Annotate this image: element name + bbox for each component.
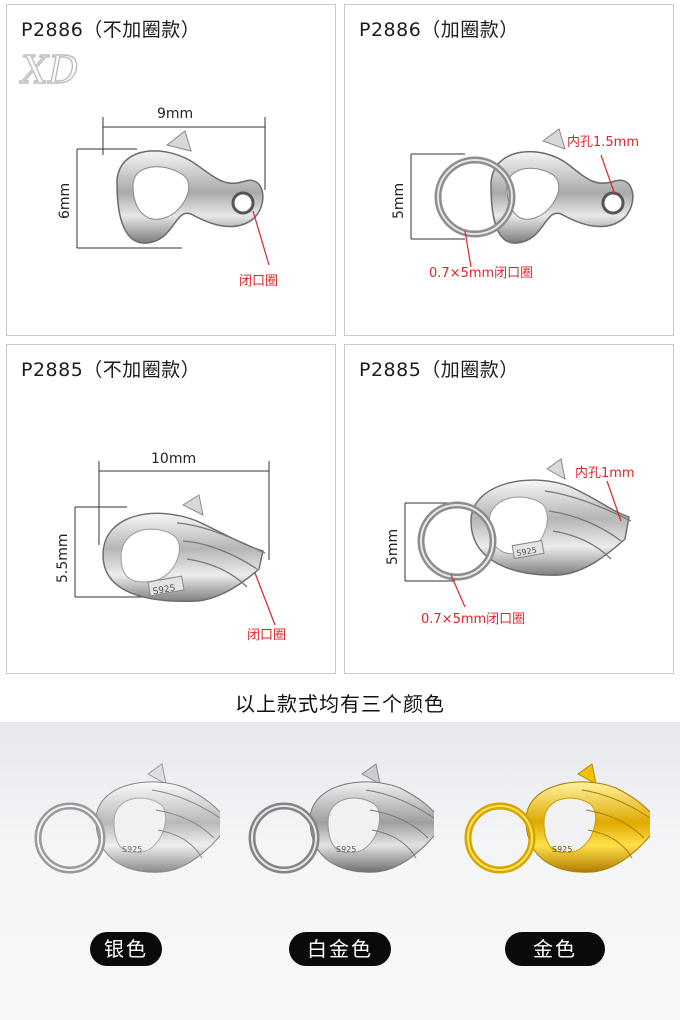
height-dimension: 5mm [391,183,407,219]
panel-p2886-no-ring: P2886（不加圈款） XD 9mm 6mm 闭口圈 [6,4,336,336]
inner-hole-label: 内孔1mm [575,465,635,481]
height-dimension: 5.5mm [55,533,71,583]
s925-stamp: S925 [122,845,142,854]
panel-title: P2886（加圈款） [359,19,519,41]
s925-stamp: S925 [152,583,176,597]
s925-stamp: S925 [516,546,538,558]
s925-stamp: S925 [552,845,572,854]
closed-ring-callout: 闭口圈 [239,274,278,289]
clasp-diagram: 5mm 内孔1.5mm 0.7×5mm闭口圈 [391,128,639,281]
clasp-sample-white-gold: S925 [244,760,439,904]
clasp-diagram: 10mm 5.5mm S925 闭口圈 [55,451,286,643]
width-dimension: 9mm [157,106,193,122]
clasp-sample-gold: S925 [460,760,655,904]
panel-title: P2885（不加圈款） [21,359,201,381]
ring-size-label: 0.7×5mm闭口圈 [429,266,533,281]
svg-text:XD: XD [19,49,79,89]
colors-note: 以上款式均有三个颜色 [235,692,445,716]
height-dimension: 6mm [57,183,73,219]
clasp-sample-silver: S925 [30,760,225,904]
clasp-diagram: 9mm 6mm 闭口圈 [57,106,278,289]
width-dimension: 10mm [151,451,196,467]
color-options-section [0,722,680,1020]
panel-p2885-no-ring: P2885（不加圈款） 10mm 5.5mm S925 闭口圈 [6,344,336,674]
height-dimension: 5mm [385,529,401,565]
color-label-silver: 银色 [90,932,162,966]
panel-title: P2886（不加圈款） [21,19,201,41]
panel-p2885-with-ring: P2885（加圈款） 5mm S925 内孔1mm 0.7×5mm闭口圈 [344,344,674,674]
color-label-gold: 金色 [505,932,605,966]
panel-title: P2885（加圈款） [359,359,519,381]
s925-stamp: S925 [336,845,356,854]
inner-hole-label: 内孔1.5mm [567,134,639,150]
ring-size-label: 0.7×5mm闭口圈 [421,612,525,627]
panel-p2886-with-ring: P2886（加圈款） 5mm 内孔1.5mm 0.7×5mm闭口圈 [344,4,674,336]
clasp-diagram: 5mm S925 内孔1mm 0.7×5mm闭口圈 [385,458,635,627]
closed-ring-callout: 闭口圈 [247,628,286,643]
color-label-white-gold: 白金色 [289,932,391,966]
